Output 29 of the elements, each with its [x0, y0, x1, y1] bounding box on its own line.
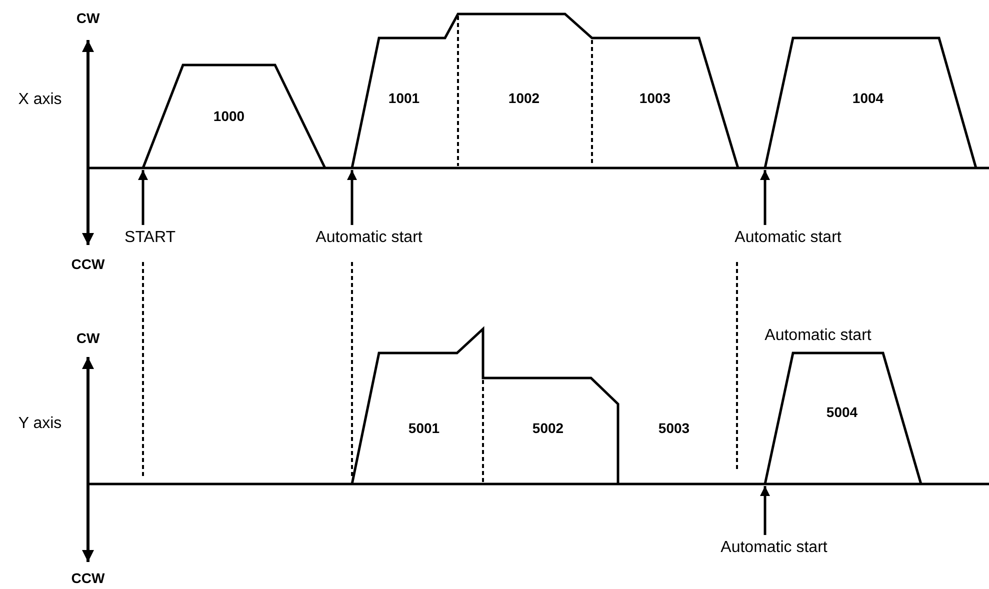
block-number: 1001	[388, 89, 420, 107]
block-number: 5004	[826, 403, 858, 421]
speed-profile	[350, 327, 620, 485]
block-number: 5003	[658, 419, 690, 437]
direction-label: CCW	[71, 255, 105, 273]
speed-profile	[763, 36, 978, 169]
start-label: Automatic start	[316, 229, 422, 247]
speed-profile	[350, 12, 740, 169]
axis-label: Y axis	[18, 415, 62, 433]
start-label: Automatic start	[720, 539, 828, 557]
leader-arrow	[760, 170, 770, 225]
leader-arrow	[138, 170, 148, 225]
speed-profile	[141, 63, 327, 169]
leader-arrow	[760, 486, 770, 535]
leader-arrow	[347, 170, 357, 225]
block-number: 1003	[639, 89, 671, 107]
block-number: 5001	[408, 419, 440, 437]
direction-label: CCW	[71, 569, 105, 587]
direction-label: CW	[76, 9, 100, 27]
start-label: Automatic start	[764, 327, 872, 345]
direction-label: CW	[76, 329, 100, 347]
block-number: 5002	[532, 419, 564, 437]
block-number: 1002	[508, 89, 540, 107]
block-number: 1000	[213, 107, 245, 125]
axis-label: X axis	[18, 91, 62, 109]
block-number: 1004	[852, 89, 884, 107]
start-label: START	[124, 229, 176, 247]
speed-profile	[763, 351, 923, 485]
start-label: Automatic start	[734, 229, 842, 247]
